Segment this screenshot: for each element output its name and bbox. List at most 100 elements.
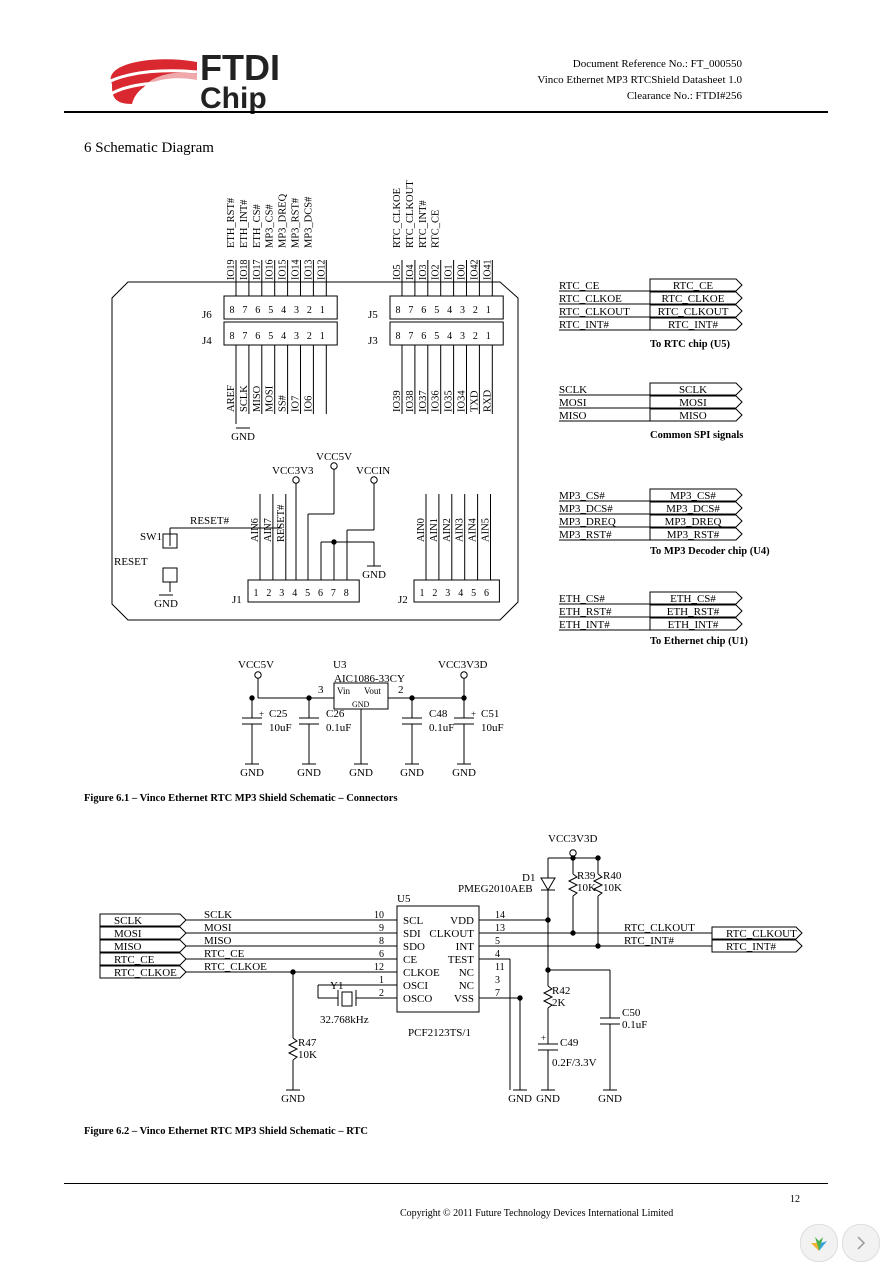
rtc-port (649, 278, 743, 292)
r42-ref: R42 (552, 985, 570, 997)
input-port-text: RTC_CLKOE (114, 967, 177, 979)
header-rule (64, 111, 828, 113)
spi-net-label: MISO (559, 410, 587, 422)
eth-net-label: ETH_INT# (559, 619, 610, 631)
switch-label: RESET (114, 556, 148, 568)
input-net-label: MOSI (204, 922, 232, 934)
ground-label: GND (362, 569, 386, 581)
net-label: RTC_CLKOE (392, 188, 403, 248)
reg-part: AIC1086-33CY (334, 673, 405, 685)
reset-switch (162, 567, 178, 583)
ground-label: GND (231, 431, 255, 443)
power-port (370, 476, 378, 484)
input-port-text: MOSI (114, 928, 142, 940)
connector-j2-name: J2 (398, 594, 408, 606)
chip-pin-name: INT (456, 941, 475, 953)
ground-label: GND (508, 1093, 532, 1105)
reset-net-label: RESET# (190, 515, 230, 527)
connector-j2 (413, 579, 500, 603)
net-label: AIN6 (250, 518, 261, 542)
reset-switch (162, 533, 178, 549)
cap-value: 0.1uF (429, 722, 454, 734)
mp3-port (649, 514, 743, 528)
net-label: MOSI (265, 385, 276, 412)
net-label: IO35 (444, 390, 455, 412)
eth-net-label: ETH_RST# (559, 606, 612, 618)
net-label: IO7 (291, 396, 302, 412)
io-label: IO17 (252, 259, 263, 280)
switch-ref: SW1 (140, 531, 162, 543)
r47-value: 10K (298, 1049, 317, 1061)
rtc-net-label: RTC_CLKOE (559, 293, 622, 305)
chip-pin-name: VSS (454, 993, 474, 1005)
spi-port (649, 382, 743, 396)
net-label: ETH_CS# (252, 203, 263, 248)
mp3-net-label: MP3_DCS# (559, 503, 613, 515)
ground-label: GND (240, 767, 264, 779)
r40-value: 10K (603, 882, 622, 894)
viewer-logo-button[interactable] (800, 1224, 838, 1262)
net-label: ETH_INT# (239, 199, 250, 248)
pin-number: 3 (460, 331, 465, 342)
chip-pin-name: NC (459, 967, 474, 979)
chip-pin-number: 14 (495, 910, 505, 921)
pin-number: 6 (484, 588, 489, 599)
connector-j4-name: J4 (202, 335, 212, 347)
chip-pin-number: 8 (379, 936, 384, 947)
io-label: IO42 (469, 259, 480, 280)
input-net-label: MISO (204, 935, 232, 947)
ground-label: GND (297, 767, 321, 779)
rtc-port-text: RTC_CLKOE (662, 293, 725, 305)
net-label: MP3_DCS# (303, 196, 314, 248)
mp3-port-text: MP3_RST# (667, 529, 720, 541)
pin-number: 4 (292, 588, 297, 599)
net-label: MISO (252, 385, 263, 412)
rtc-net-label: RTC_CE (559, 280, 600, 292)
eth-port (649, 591, 743, 605)
net-label: IO38 (405, 390, 416, 412)
pin-number: 6 (318, 588, 323, 599)
pin-number: 5 (434, 305, 439, 316)
pin-number: 6 (421, 331, 426, 342)
io-label: IO15 (278, 259, 289, 280)
net-label: AIN2 (442, 518, 453, 542)
net-label: IO36 (431, 390, 442, 412)
spi-port-text: MISO (679, 410, 707, 422)
chip-pin-number: 11 (495, 962, 505, 973)
pin-number: 4 (458, 588, 463, 599)
net-label: AIN5 (481, 518, 492, 542)
output-port (711, 926, 803, 940)
chip-pin-name: CLKOE (403, 967, 440, 979)
net-label: AREF (226, 385, 237, 412)
input-port (99, 926, 187, 940)
net-label: IO37 (418, 390, 429, 412)
chip-pin-number: 2 (379, 988, 384, 999)
cap-value: 0.1uF (326, 722, 351, 734)
net-label: TXD (469, 390, 480, 412)
ground-label: GND (452, 767, 476, 779)
ground-label: GND (400, 767, 424, 779)
rtc-net-label: RTC_INT# (559, 319, 610, 331)
pin-number: 6 (255, 305, 260, 316)
pin-number: 7 (331, 588, 336, 599)
net-label: RXD (482, 389, 493, 412)
ground-label: GND (281, 1093, 305, 1105)
mp3-port (649, 488, 743, 502)
chip-pin-name: SDO (403, 941, 425, 953)
cap-ref: C26 (326, 708, 345, 720)
pin-number: 1 (486, 305, 491, 316)
r39-ref: R39 (577, 870, 596, 882)
chip-pin-number: 5 (495, 936, 500, 947)
chip-pin-number: 12 (374, 962, 384, 973)
io-label: IO13 (303, 259, 314, 280)
supply-label: VCC3V3D (548, 833, 598, 845)
reg-ref: U3 (333, 659, 347, 671)
chip-pin-name: CLKOUT (429, 928, 474, 940)
next-page-button[interactable] (842, 1224, 880, 1262)
net-label: RTC_CE (431, 210, 442, 248)
polarity-mark: + (259, 709, 264, 719)
io-label: IO2 (431, 264, 442, 280)
net-label: RTC_INT# (418, 199, 429, 248)
ground-label: GND (154, 598, 178, 610)
